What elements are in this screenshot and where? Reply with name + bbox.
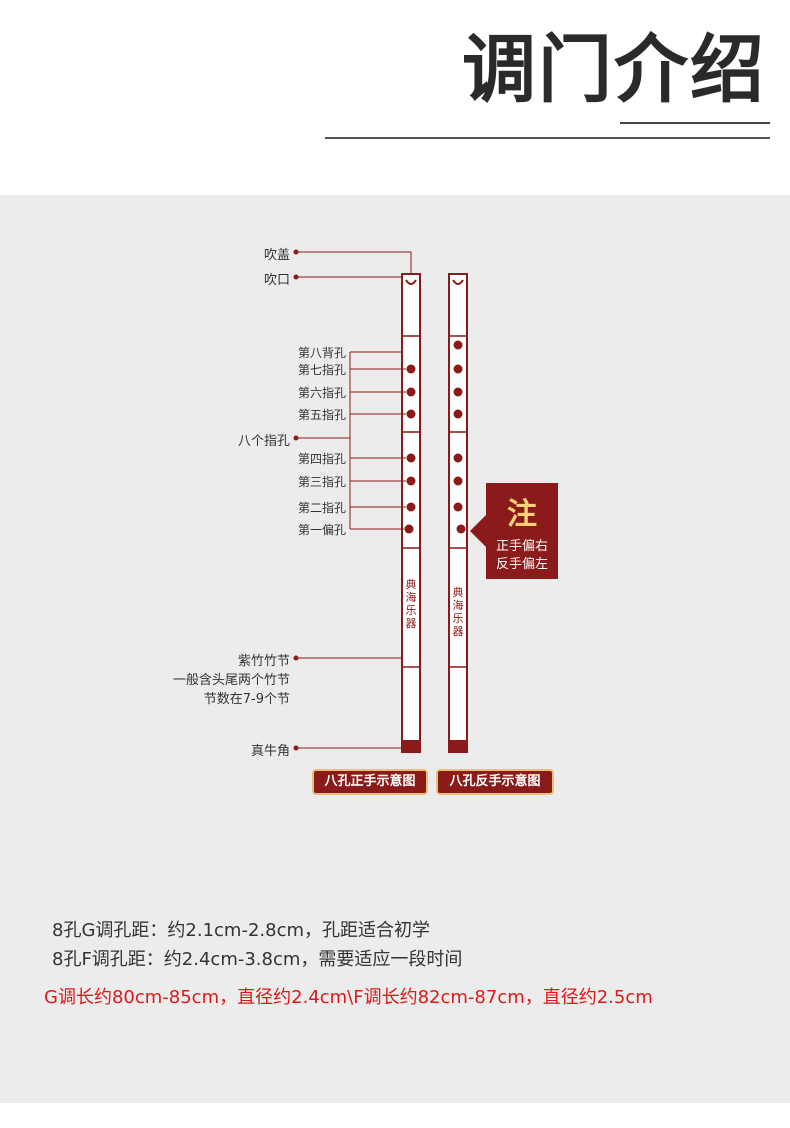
- leader-dots: [293, 249, 299, 751]
- spec-f-key: 8孔F调孔距：约2.4cm-3.8cm，需要适应一段时间: [52, 949, 463, 970]
- spec-g-key: 8孔G调孔距：约2.1cm-2.8cm，孔距适合初学: [52, 920, 431, 941]
- label-hole8: 第八背孔: [297, 346, 346, 360]
- leader-lines: [296, 251, 412, 749]
- flute-front-mouth-hole: [405, 279, 417, 285]
- label-bamboo-line2: 节数在7-9个节: [203, 692, 290, 707]
- flute-front-body: [401, 273, 421, 753]
- flute-front-engraving: 典海乐器: [406, 577, 417, 630]
- label-hole7: 第七指孔: [297, 363, 346, 377]
- flute-back: 典海乐器: [448, 273, 468, 753]
- label-hole3: 第三指孔: [297, 475, 346, 489]
- leader-dot: [293, 249, 299, 255]
- label-hole2: 第二指孔: [297, 501, 346, 515]
- note-line-2: 反手偏左: [495, 557, 548, 572]
- title-underline-accent: [620, 122, 770, 124]
- label-chuikou: 吹口: [263, 273, 290, 288]
- flute-front: 典海乐器: [401, 273, 421, 753]
- flute-back-engraving: 典海乐器: [453, 585, 464, 638]
- finger-hole: [406, 364, 416, 374]
- finger-hole: [453, 409, 463, 419]
- finger-hole: [406, 387, 416, 397]
- leader-dot: [293, 435, 299, 441]
- diagram-panel: [0, 195, 790, 1103]
- page-title: 调门介绍: [462, 27, 766, 113]
- finger-hole: [406, 409, 416, 419]
- finger-hole: [406, 453, 416, 463]
- note-pointer: [470, 515, 486, 547]
- finger-hole: [453, 453, 463, 463]
- finger-hole: [456, 524, 466, 534]
- caption-back: 八孔反手示意图: [436, 769, 554, 795]
- label-chuigai: 吹盖: [263, 248, 290, 263]
- finger-hole: [406, 502, 416, 512]
- finger-hole: [406, 476, 416, 486]
- note-title: 注: [507, 497, 537, 532]
- leader-dot: [293, 655, 299, 661]
- caption-front: 八孔正手示意图: [312, 769, 428, 795]
- finger-hole: [453, 364, 463, 374]
- title-underline: [325, 137, 770, 139]
- label-hole6: 第六指孔: [297, 386, 346, 400]
- label-hole1: 第一偏孔: [297, 523, 346, 537]
- leader-dot: [293, 745, 299, 751]
- header: 调门介绍: [0, 0, 790, 190]
- spec-length: G调长约80cm-85cm，直径约2.4cm\F调长约82cm-87cm，直径约…: [44, 987, 653, 1008]
- finger-hole: [453, 340, 463, 350]
- label-hole5: 第五指孔: [297, 408, 346, 422]
- label-eight-holes: 八个指孔: [237, 434, 290, 449]
- note-box: 注 正手偏右 反手偏左: [486, 483, 558, 579]
- flute-back-mouth-hole: [452, 279, 464, 285]
- leader-dot: [293, 274, 299, 280]
- leader-chuigai: [296, 251, 412, 274]
- label-hole4: 第四指孔: [297, 452, 346, 466]
- note-line-1: 正手偏右: [495, 539, 548, 554]
- finger-hole: [404, 524, 414, 534]
- finger-hole: [453, 387, 463, 397]
- label-bamboo-line1: 一般含头尾两个竹节: [172, 673, 290, 688]
- finger-hole: [453, 476, 463, 486]
- finger-hole: [453, 502, 463, 512]
- flute-front-horn-end: [402, 740, 420, 752]
- label-horn: 真牛角: [250, 744, 290, 759]
- label-bamboo-title: 紫竹竹节: [237, 654, 290, 669]
- flute-back-horn-end: [449, 740, 467, 752]
